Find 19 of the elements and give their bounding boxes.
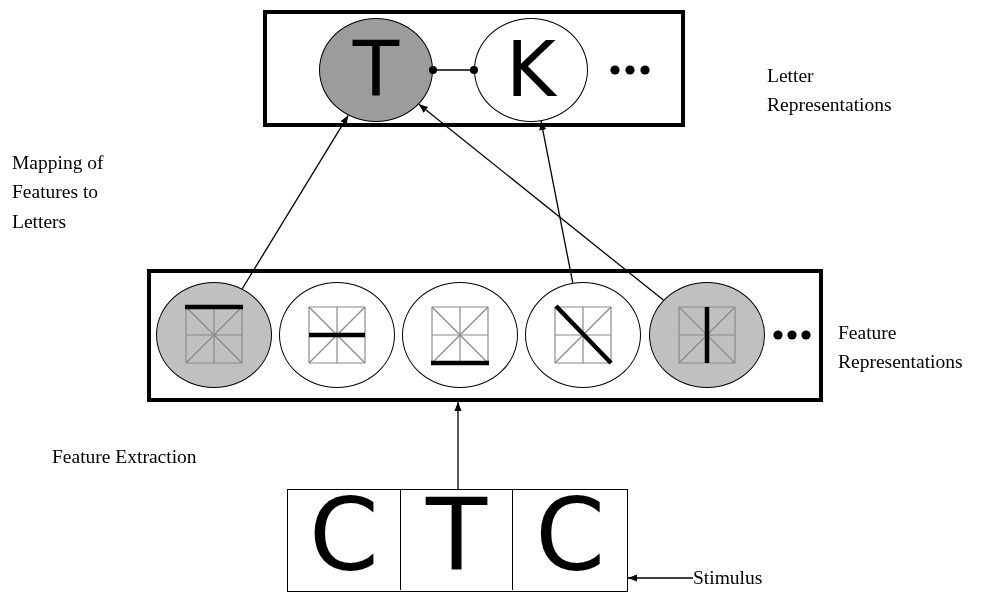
stimulus-letter-cell: C: [513, 490, 627, 590]
stimulus-letter-cell: T: [400, 490, 514, 590]
letter-layer-box: [263, 10, 685, 127]
connector-line: [429, 66, 478, 74]
process-label: Mapping of Features to Letters: [12, 151, 105, 234]
arrow: [539, 120, 574, 284]
feature-layer-box: [147, 269, 823, 402]
letter-circle: K: [474, 18, 588, 122]
letter-circle: T: [319, 18, 433, 122]
stimulus-box: [287, 489, 628, 592]
stimulus-letter-cell: C: [288, 490, 401, 590]
arrow: [418, 103, 665, 301]
arrow: [627, 574, 694, 582]
arrow: [454, 401, 462, 490]
arrow: [241, 114, 349, 290]
stimulus-label: Stimulus: [693, 563, 783, 593]
layer-label: Feature Representations: [838, 321, 964, 375]
process-label: Feature Extraction: [52, 445, 198, 469]
process-label: Letter Representations: [767, 64, 893, 118]
